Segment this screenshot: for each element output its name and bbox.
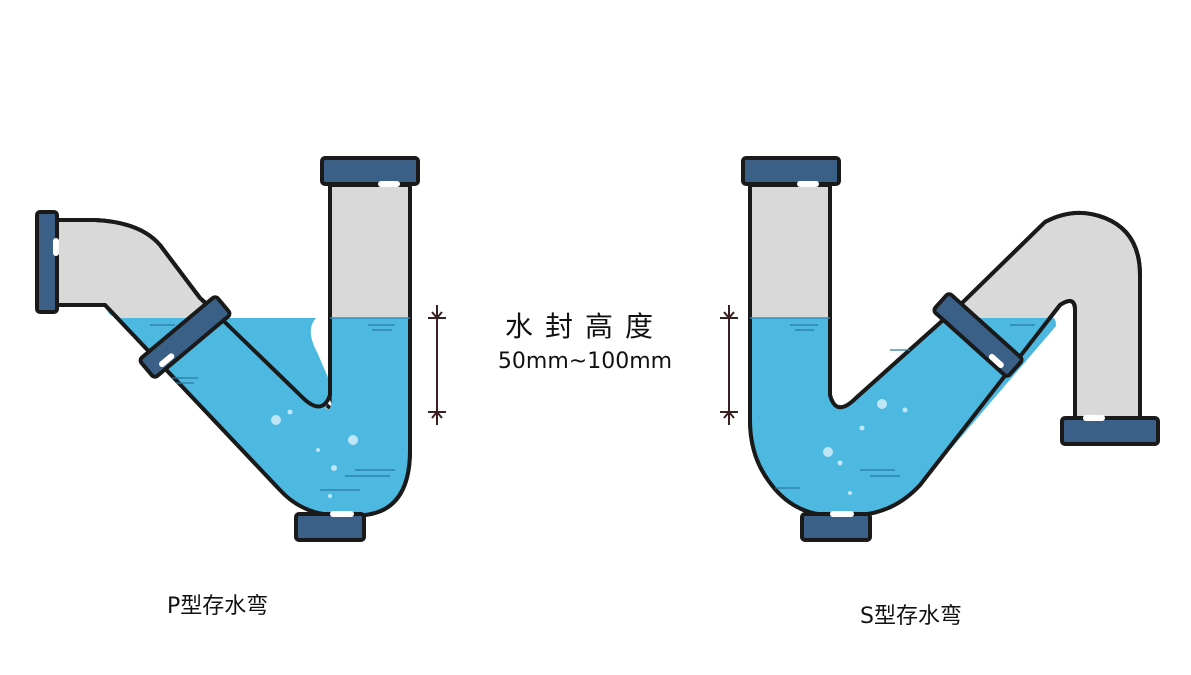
s-trap-pipe-icon <box>741 156 1160 542</box>
s-bottom-cap <box>800 512 872 542</box>
s-trap-label: S型存水弯 <box>860 604 962 629</box>
p-top-cap <box>320 156 420 186</box>
dimension-arrow-icon <box>428 305 738 425</box>
p-joint-band <box>138 295 232 379</box>
seal-height-title: 水封高度 <box>504 310 665 343</box>
p-trap-pipe-icon <box>35 156 420 542</box>
seal-height-range: 50mm~100mm <box>497 349 673 374</box>
s-trap-water <box>750 317 1056 515</box>
s-outlet-cap <box>1060 416 1160 446</box>
p-bottom-cap <box>294 512 366 542</box>
s-joint-band <box>932 292 1024 378</box>
s-top-cap <box>741 156 841 186</box>
p-trap-water <box>105 305 410 515</box>
p-inlet-cap <box>35 210 59 314</box>
p-trap-label: P型存水弯 <box>167 594 269 619</box>
